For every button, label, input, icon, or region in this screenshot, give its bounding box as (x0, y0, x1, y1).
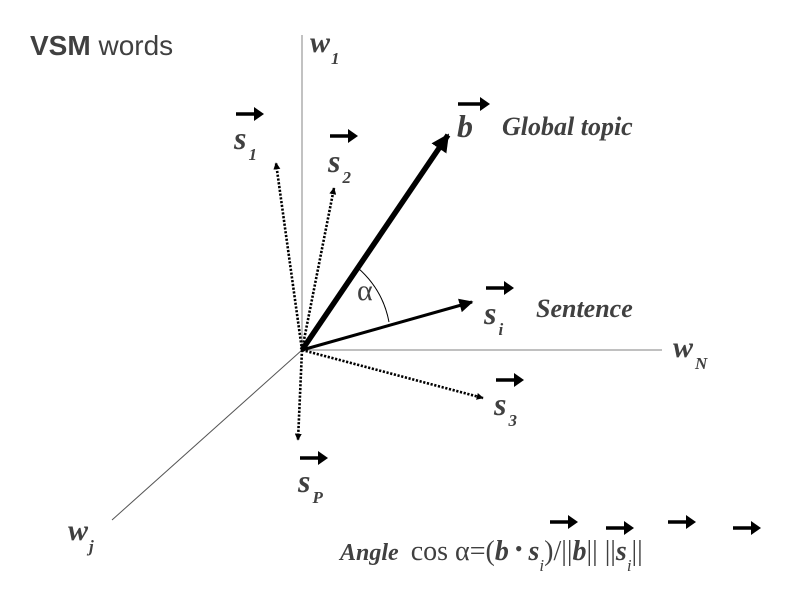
label-global-topic: Global topic (502, 112, 633, 141)
vector-s1 (273, 162, 304, 351)
vector-s2 (300, 187, 337, 351)
axis-label-wj: wj (68, 514, 94, 556)
vector-sP (294, 349, 304, 441)
axis-wj (111, 349, 303, 521)
svg-text:sP: sP (297, 463, 323, 507)
vector-si (301, 298, 474, 352)
axis-label-w1: w1 (310, 26, 340, 68)
angle-symbol: α (357, 274, 373, 307)
svg-text:s2: s2 (327, 143, 351, 187)
svg-text:s3: s3 (493, 386, 517, 430)
svg-text:si: si (483, 295, 503, 339)
vector-b (299, 133, 451, 352)
angle-arc (357, 267, 390, 323)
label-sentence: Sentence (536, 294, 633, 323)
svg-text:s1: s1 (233, 120, 257, 164)
formula-label: Angle (338, 540, 399, 566)
vector-s3 (301, 348, 484, 400)
vector-label-b: b (457, 97, 490, 144)
svg-text:b: b (457, 108, 473, 144)
diagram-title: VSM words (30, 30, 173, 61)
